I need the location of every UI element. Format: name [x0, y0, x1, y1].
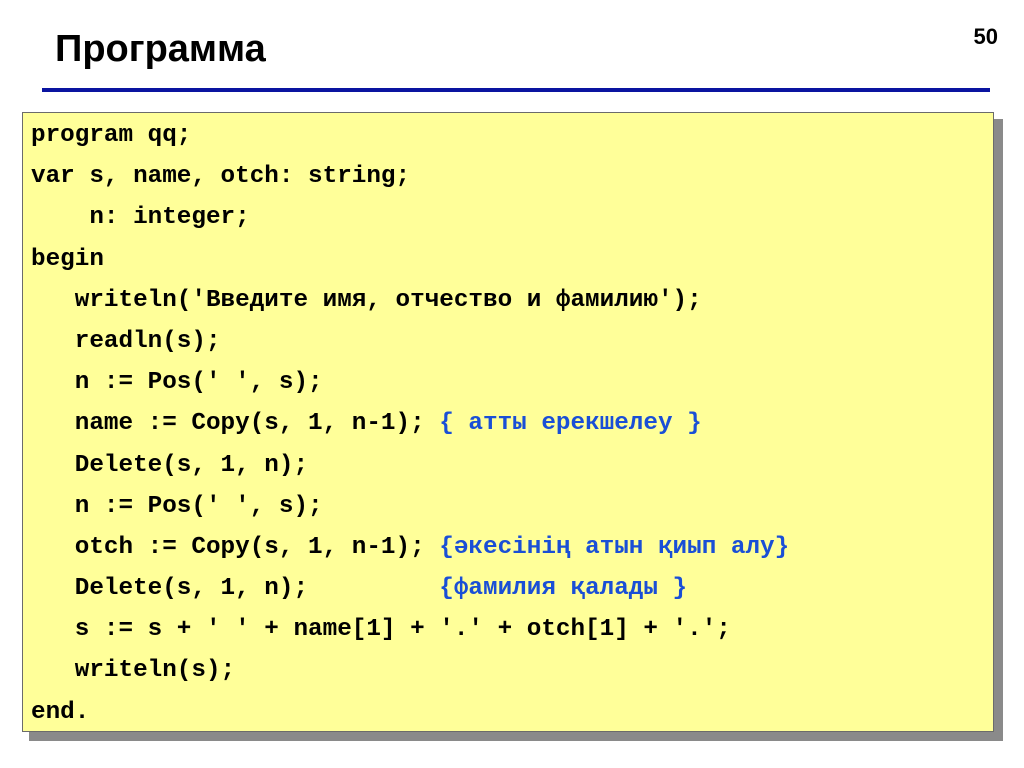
code-line: Delete(s, 1, n); {фамилия қалады }: [31, 568, 789, 609]
code-comment: { атты ерекшелеу }: [439, 410, 702, 438]
code-text: Delete(s, 1, n);: [31, 575, 440, 603]
code-line: n: integer;: [31, 197, 789, 238]
code-line: Delete(s, 1, n);: [31, 445, 789, 486]
code-line: n := Pos(' ', s);: [31, 362, 789, 403]
code-line: program qq;: [31, 115, 789, 156]
code-line: writeln(s);: [31, 650, 789, 691]
title-divider: [42, 88, 990, 92]
code-line: n := Pos(' ', s);: [31, 486, 789, 527]
code-text: name := Copy(s, 1, n-1);: [31, 410, 440, 438]
code-comment: {фамилия қалады }: [439, 575, 688, 603]
code-text: Delete(s, 1, n);: [31, 451, 309, 479]
code-line: name := Copy(s, 1, n-1); { атты ерекшеле…: [31, 403, 789, 444]
code-line: writeln('Введите имя, отчество и фамилию…: [31, 280, 789, 321]
code-listing: program qq; var s, name, otch: string; n…: [31, 115, 789, 733]
code-text: readln(s);: [31, 327, 221, 355]
slide-title: Программа: [55, 28, 266, 70]
code-text: begin: [31, 245, 104, 273]
code-line: readln(s);: [31, 321, 789, 362]
code-text: otch := Copy(s, 1, n-1);: [31, 533, 440, 561]
code-box: [22, 112, 994, 732]
code-text: end.: [31, 698, 90, 726]
code-line: s := s + ' ' + name[1] + '.' + otch[1] +…: [31, 609, 789, 650]
code-line: begin: [31, 239, 789, 280]
code-text: n := Pos(' ', s);: [31, 369, 323, 397]
code-text: writeln('Введите имя, отчество и фамилию…: [31, 286, 702, 314]
code-line: var s, name, otch: string;: [31, 156, 789, 197]
code-text: program qq;: [31, 122, 192, 149]
code-line: otch := Copy(s, 1, n-1); {әкесінің атын …: [31, 527, 789, 568]
code-text: s := s + ' ' + name[1] + '.' + otch[1] +…: [31, 616, 731, 644]
code-text: n := Pos(' ', s);: [31, 492, 323, 520]
code-text: var s, name, otch: string;: [31, 163, 411, 191]
code-text: n: integer;: [31, 204, 250, 232]
code-line: end.: [31, 692, 789, 733]
code-text: writeln(s);: [31, 657, 236, 685]
code-comment: {әкесінің атын қиып алу}: [439, 533, 790, 561]
page-number: 50: [973, 24, 998, 49]
